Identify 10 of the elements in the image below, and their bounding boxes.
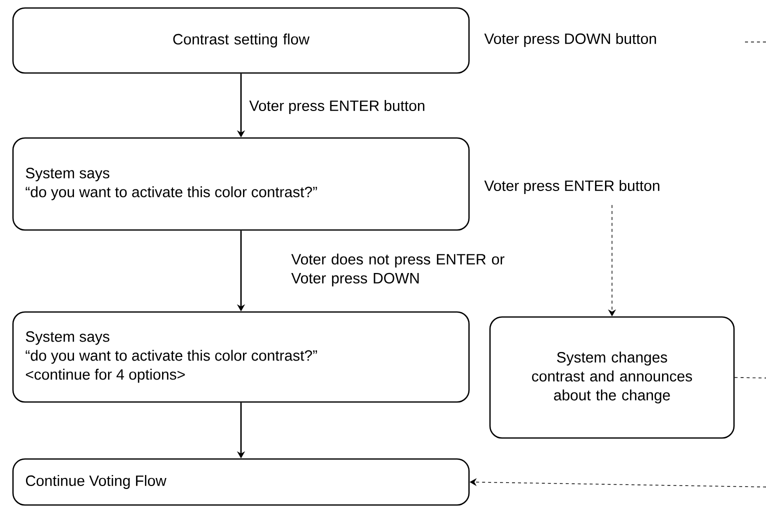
process-box: System says “do you want to activate this color contrast?” <continue for 4 options> (12, 311, 470, 403)
process-box: Contrast setting flow (12, 7, 470, 74)
edge-label: Voter press ENTER button (484, 180, 660, 194)
edge-label: Voter press ENTER button (249, 100, 424, 114)
connector-line (734, 377, 766, 378)
process-box: Continue Voting Flow (12, 458, 470, 506)
note-text: Voter press DOWN button (484, 33, 656, 47)
edge-label: Voter does not press ENTER or Voter press DOWN (291, 254, 504, 286)
process-box: System says “do you want to activate this color contrast?” (12, 137, 470, 231)
process-box: System changes contrast and announces about the change (489, 316, 735, 439)
